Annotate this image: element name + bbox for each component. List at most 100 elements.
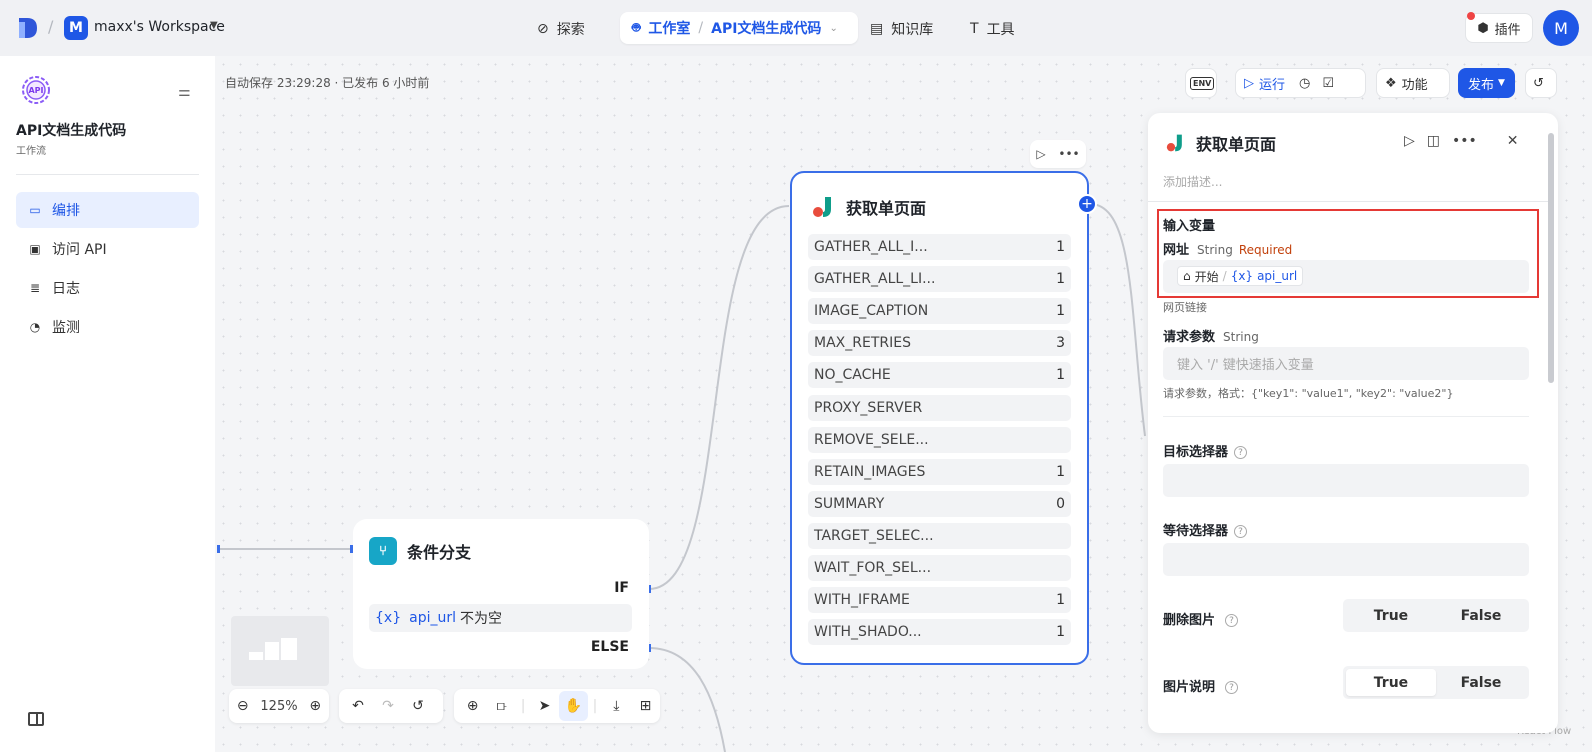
robot-icon: 🤖︎ [632,20,641,36]
url-variable-field[interactable]: ⌂ 开始 / {x} api_url [1163,260,1529,293]
pointer-icon[interactable]: ➤ [538,698,551,714]
section-input-vars: 输入变量 [1163,219,1216,234]
more-icon[interactable]: ••• [1452,133,1477,149]
publish-label: 发布 [1468,77,1495,93]
param-key: WITH_IFRAME [814,592,910,609]
undo-icon[interactable]: ↶ [352,698,364,714]
document-icon: ≣ [29,281,41,295]
version-history-button[interactable]: ↺ [1525,68,1557,98]
variable-icon: {x} [1230,269,1254,283]
app-title: API文档生成代码 [16,123,127,139]
help-book-icon[interactable]: ◫ [1426,133,1441,149]
chevron-down-icon[interactable]: ▼ [210,20,218,31]
dify-logo-icon[interactable] [17,16,39,40]
add-node-icon[interactable]: + [1077,194,1097,214]
node-header: 获取单页面 [812,195,926,219]
branch-icon: ⑂ [369,537,397,565]
help-icon[interactable]: ? [1225,681,1239,694]
params-input[interactable]: 键入 '/' 键快速插入变量 [1163,347,1529,380]
else-label: ELSE [590,639,629,655]
history-icon[interactable]: ↺ [412,698,424,714]
minimap[interactable] [231,616,329,686]
params-label: 请求参数 [1163,330,1216,345]
collapse-settings-icon[interactable]: ⚌ [178,84,191,100]
url-hint: 网页链接 [1163,301,1207,314]
zoom-in-icon[interactable]: ⊕ [309,698,322,714]
divider [1163,416,1529,417]
param-value: 1 [1056,367,1065,384]
image-caption-true[interactable]: True [1346,669,1436,696]
nav-studio-label[interactable]: 工作室 [648,21,691,37]
nav-tools[interactable]: T 工具 [970,16,1015,42]
zoom-control: ⊖ 125% ⊕ [229,689,329,723]
sidebar-item-monitor[interactable]: ◔ 监测 [16,309,199,345]
remove-images-toggle: True False [1343,599,1529,632]
help-icon[interactable]: ? [1234,446,1248,459]
wait-selector-input[interactable] [1163,543,1529,576]
redo-icon[interactable]: ↷ [382,698,394,714]
nav-studio[interactable]: 🤖︎ 工作室 / API文档生成代码 ⌄ [620,12,858,44]
more-icon[interactable]: ••• [1058,147,1080,161]
panel-scrollbar[interactable] [1548,133,1554,383]
add-block-icon[interactable]: ⊕ [466,698,479,714]
env-icon: ENV [1190,76,1215,90]
help-icon[interactable]: ? [1225,614,1239,627]
sidebar-item-logs[interactable]: ≣ 日志 [16,270,199,306]
plugin-button[interactable]: ⬢ 插件 [1465,13,1533,43]
features-button[interactable]: ❖ 功能 [1376,68,1450,98]
nav-knowledge[interactable]: ▤ 知识库 [870,16,933,42]
sidebar-item-api[interactable]: ▣ 访问 API [16,231,199,267]
hand-icon[interactable]: ✋ [559,691,589,721]
description-input[interactable]: 添加描述... [1163,175,1223,189]
image-caption-toggle: True False [1343,666,1529,699]
nav-explore[interactable]: ⊘ 探索 [537,16,585,42]
organize-blocks-icon[interactable]: ⊞ [639,698,652,714]
export-image-icon[interactable]: ⤓ [613,698,620,714]
workspace-badge[interactable]: M [64,16,88,40]
note-icon[interactable]: ⟥ [496,698,507,714]
image-caption-false[interactable]: False [1460,674,1502,691]
param-row: REMOVE_SELE... [808,426,1071,453]
sidebar-item-label: 编排 [52,203,80,219]
zoom-level[interactable]: 125% [260,698,298,714]
app-gear-icon: API [22,76,50,104]
panel-title[interactable]: 获取单页面 [1196,135,1277,154]
panel-header: 获取单页面 [1166,131,1276,155]
help-icon[interactable]: ? [1234,525,1248,538]
jina-logo-icon [813,197,831,217]
close-icon[interactable]: ✕ [1506,133,1519,149]
target-selector-label: 目标选择器 [1163,445,1229,460]
app-breadcrumb[interactable]: API文档生成代码 [711,21,822,37]
param-key: GATHER_ALL_I... [814,239,928,255]
param-key: NO_CACHE [814,367,891,384]
run-history-button[interactable]: ◷ [1293,69,1316,97]
workspace-name[interactable]: maxx's Workspace [94,19,225,35]
variable-reference-tag[interactable]: ⌂ 开始 / {x} api_url [1177,266,1304,286]
param-key: MAX_RETRIES [814,335,911,352]
node-if-else[interactable]: ⑂ 条件分支 IF {x} api_url 不为空 ELSE [353,519,649,669]
remove-images-false[interactable]: False [1460,607,1502,624]
run-node-icon[interactable]: ▷ [1404,133,1415,149]
clock-play-icon: ◷ [1299,75,1311,91]
breadcrumb-separator: / [48,17,54,36]
zoom-out-icon[interactable]: ⊖ [236,698,249,714]
field-target-selector-label: 目标选择器? [1163,441,1248,460]
publish-button[interactable]: 发布 ▼ [1458,68,1515,98]
env-button[interactable]: ENV [1185,68,1217,98]
sidebar-item-orchestrate[interactable]: ▭ 编排 [16,192,199,228]
param-key: WITH_SHADO... [814,624,922,641]
remove-images-true[interactable]: True [1373,607,1409,624]
checklist-button[interactable]: ☑ [1316,69,1340,97]
toggle-sidebar-icon[interactable] [28,712,44,726]
run-button[interactable]: ▷ 运行 [1236,69,1293,97]
avatar[interactable]: M [1543,10,1579,46]
book-icon: ▤ [870,21,884,37]
wait-selector-label: 等待选择器 [1163,524,1229,539]
play-icon[interactable]: ▷ [1036,147,1046,161]
target-selector-input[interactable] [1163,464,1529,497]
top-bar: / M maxx's Workspace ▼ ⊘ 探索 🤖︎ 工作室 / API… [0,0,1592,56]
chevron-down-icon[interactable]: ⌄ [829,22,838,34]
